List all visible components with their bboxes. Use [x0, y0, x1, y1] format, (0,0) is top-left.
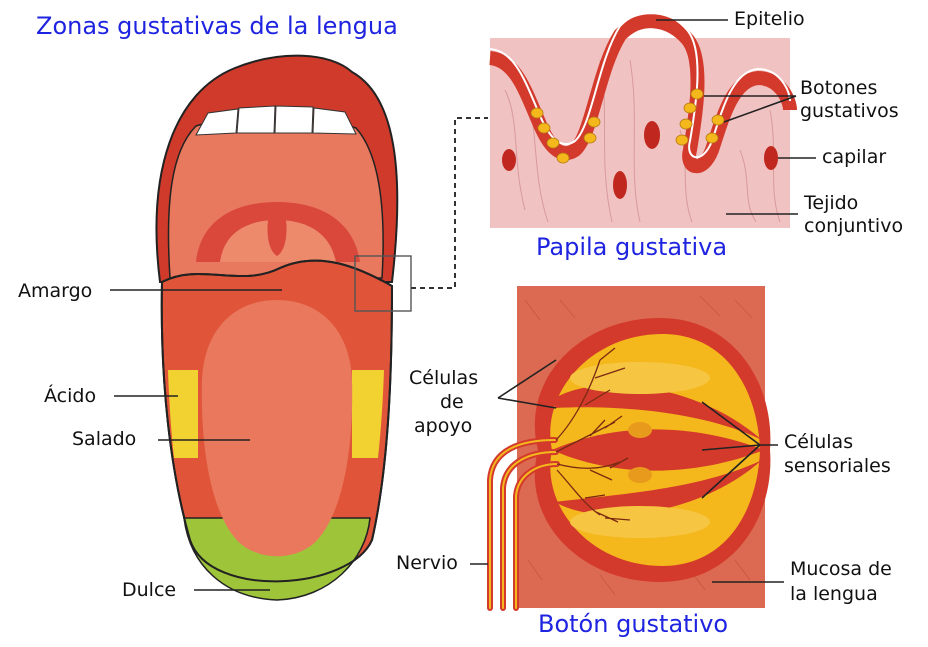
- label-apoyo-2: de: [440, 391, 464, 413]
- label-botones-2: gustativos: [800, 100, 899, 122]
- mouth-illustration: [157, 56, 488, 600]
- papilla-illustration: [490, 12, 790, 228]
- papilla-tissue: [490, 38, 790, 228]
- label-capilar: capilar: [822, 146, 886, 168]
- label-apoyo-1: Células: [409, 367, 478, 389]
- sour-zone-right: [352, 370, 384, 458]
- label-sensoriales-1: Células: [784, 431, 853, 453]
- label-nervio: Nervio: [396, 552, 458, 574]
- label-dulce: Dulce: [122, 579, 176, 601]
- label-sensoriales-2: sensoriales: [784, 455, 891, 477]
- zoom-connector: [411, 118, 488, 288]
- taste-bud-illustration: [490, 286, 778, 608]
- papilla-title: Papila gustativa: [536, 233, 727, 261]
- label-tejido-2: conjuntivo: [804, 215, 903, 237]
- salty-center: [202, 300, 352, 556]
- label-botones-1: Botones: [800, 77, 877, 99]
- label-mucosa-2: la lengua: [790, 583, 878, 605]
- main-title: Zonas gustativas de la lengua: [36, 12, 398, 40]
- taste-bud-title: Botón gustativo: [538, 610, 728, 638]
- label-salado: Salado: [72, 428, 136, 450]
- label-tejido-1: Tejido: [803, 192, 858, 214]
- label-apoyo-3: apoyo: [414, 415, 472, 437]
- label-amargo: Amargo: [18, 280, 92, 302]
- label-mucosa-1: Mucosa de: [790, 558, 892, 580]
- label-acido: Ácido: [44, 384, 96, 407]
- label-epitelio: Epitelio: [734, 8, 805, 30]
